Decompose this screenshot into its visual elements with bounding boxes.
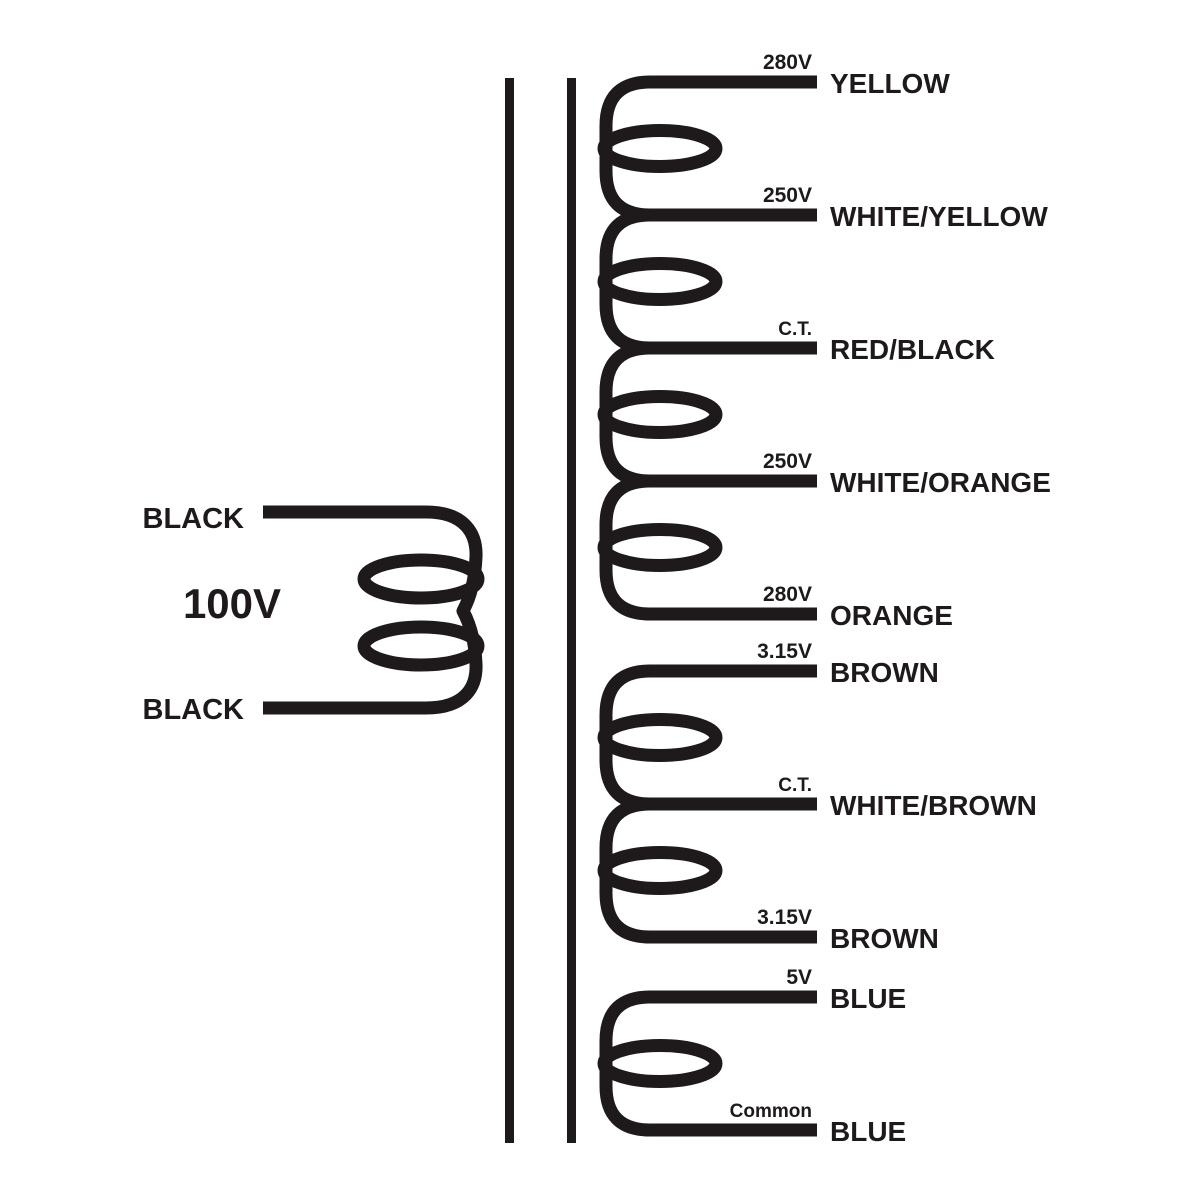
tap-voltage-label-6: 3.15V [757, 640, 812, 663]
tap-voltage-label-10: Common [730, 1101, 812, 1122]
tap-voltage-label-9: 5V [786, 966, 812, 989]
secondary-filament-loop-1 [597, 713, 723, 762]
tap-voltage-label-2: 250V [763, 184, 812, 207]
wire-color-label-5: ORANGE [830, 600, 953, 631]
primary-top-lead-label: BLACK [143, 503, 245, 535]
tap-voltage-label-4: 250V [763, 450, 812, 473]
tap-voltage-label-3: C.T. [778, 319, 812, 340]
tap-voltage-label-7: C.T. [778, 775, 812, 796]
secondary-filament-loop-2 [597, 846, 723, 895]
wire-color-label-9: BLUE [830, 983, 906, 1014]
secondary-rectifier-loop-1 [597, 1039, 723, 1088]
wire-color-label-2: WHITE/YELLOW [830, 201, 1048, 232]
primary-voltage-label: 100V [183, 580, 281, 627]
secondary-hv-loop-2 [597, 257, 723, 306]
tap-voltage-label-8: 3.15V [757, 906, 812, 929]
secondary-hv-loop-3 [597, 390, 723, 439]
primary-loop-2 [357, 620, 485, 672]
tap-voltage-label-1: 280V [763, 51, 812, 74]
primary-loop-1 [357, 553, 485, 605]
wire-color-label-3: RED/BLACK [830, 334, 995, 365]
wire-color-label-6: BROWN [830, 657, 939, 688]
secondary-hv-loop-4 [597, 523, 723, 572]
wire-color-label-1: YELLOW [830, 68, 950, 99]
secondary-filament-winding-path [599, 664, 817, 944]
secondary-hv-loop-1 [597, 124, 723, 173]
wire-color-label-7: WHITE/BROWN [830, 790, 1037, 821]
primary-bottom-lead-label: BLACK [143, 694, 245, 726]
wire-color-label-8: BROWN [830, 923, 939, 954]
primary-winding-path [263, 505, 483, 715]
wire-color-label-10: BLUE [830, 1116, 906, 1147]
wire-color-label-4: WHITE/ORANGE [830, 467, 1051, 498]
tap-voltage-label-5: 280V [763, 583, 812, 606]
